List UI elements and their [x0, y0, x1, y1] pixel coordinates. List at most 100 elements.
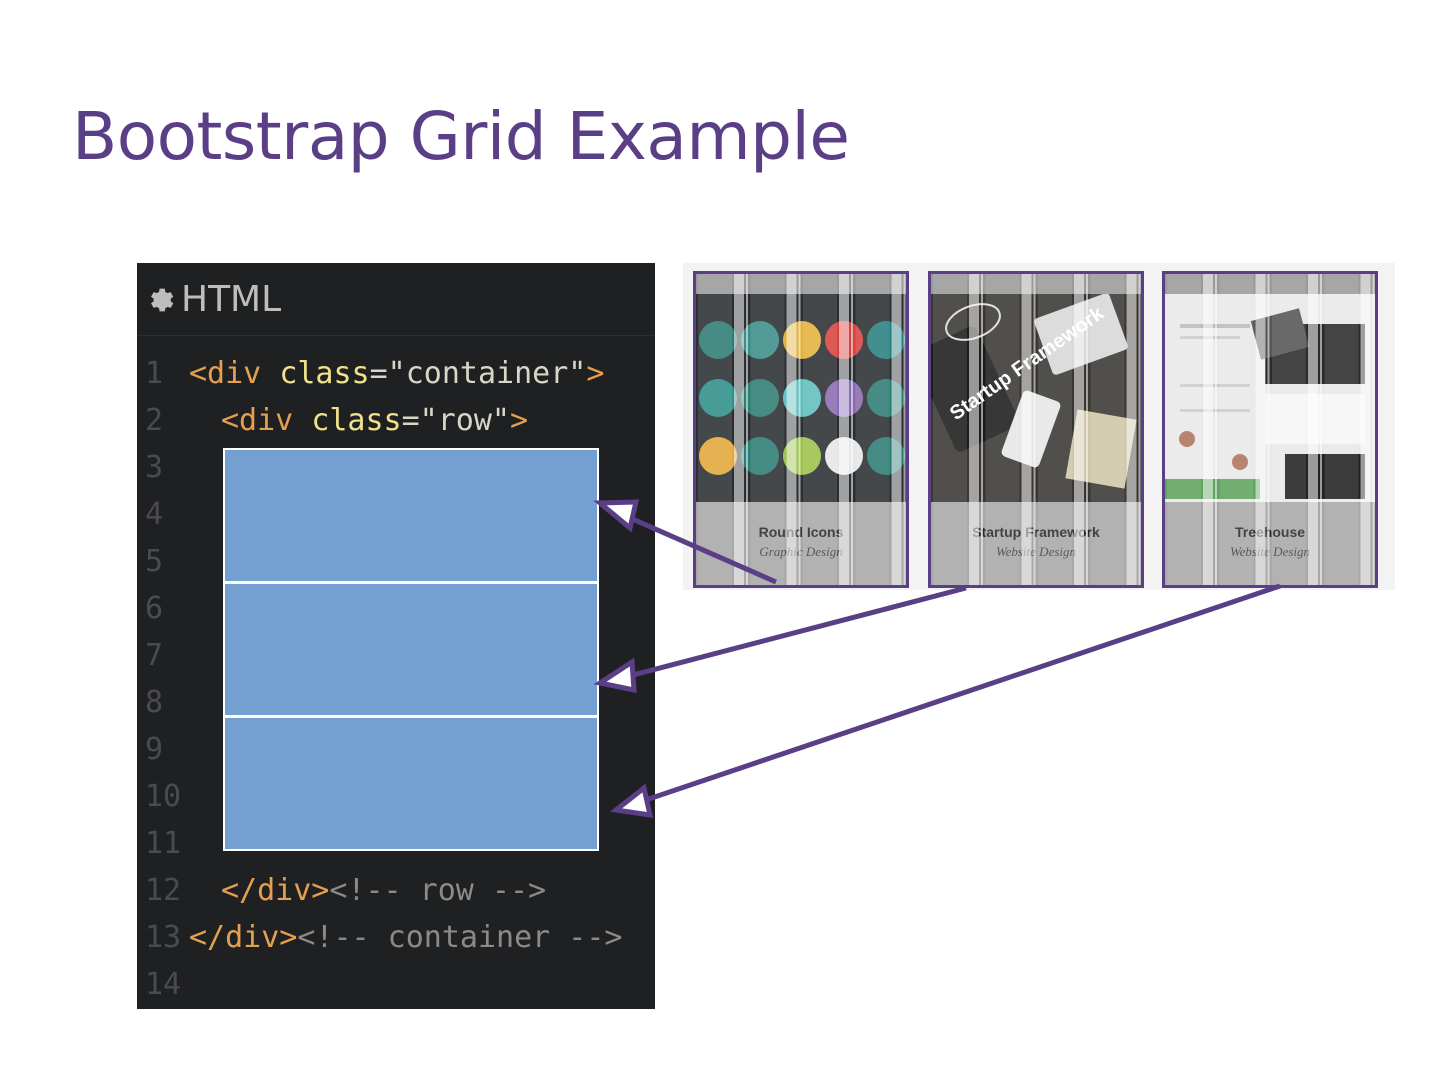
grid-stripe: [1126, 274, 1137, 585]
grid-band: [855, 274, 890, 585]
round-icon: [699, 379, 737, 417]
line-number: 9: [145, 732, 164, 767]
grid-band: [803, 274, 837, 585]
slide-title: Bootstrap Grid Example: [72, 98, 850, 175]
portfolio-card-treehouse: Treehouse Website Design: [1162, 271, 1378, 588]
line-number: 7: [145, 638, 164, 673]
grid-overlay-stripes: [1167, 274, 1375, 585]
card-caption: Startup Framework Website Design: [931, 502, 1141, 585]
line-number: 11: [145, 826, 182, 861]
code-text: <div class="container">: [181, 356, 604, 391]
portfolio-card-round-icons: Round Icons Graphic Design: [693, 271, 909, 588]
code-token: <div: [221, 403, 312, 438]
grid-stripe: [1308, 274, 1318, 585]
round-icon: [699, 321, 737, 359]
code-text: </div><!-- container -->: [181, 920, 622, 955]
grid-band: [1167, 274, 1201, 585]
grid-stripe: [839, 274, 849, 585]
grid-stripe: [1255, 274, 1266, 585]
grid-overlay-stripes: [933, 274, 1141, 585]
code-token: ="row": [401, 403, 510, 438]
grid-band: [1272, 274, 1306, 585]
grid-stripe: [1021, 274, 1032, 585]
line-number: 10: [145, 779, 182, 814]
round-icon: [741, 321, 779, 359]
arrow-3-shaft: [627, 583, 1281, 809]
grid-stripe: [1320, 274, 1322, 585]
grid-stripe: [798, 274, 801, 585]
round-icon: [741, 379, 779, 417]
grid-stripe: [903, 274, 906, 585]
code-token: <!-- container -->: [297, 920, 623, 955]
round-icon: [741, 437, 779, 475]
grid-band: [1038, 274, 1072, 585]
code-line: 1 <div class="container">: [137, 350, 604, 397]
arrow-3-head: [609, 783, 654, 819]
grid-band: [1090, 274, 1125, 585]
line-number: 14: [145, 967, 182, 1002]
line-number: 3: [145, 450, 164, 485]
grid-band: [1324, 274, 1359, 585]
round-icon: [699, 437, 737, 475]
grid-stripe: [981, 274, 983, 585]
code-token: <!-- row -->: [329, 873, 547, 908]
grid-stripe: [1267, 274, 1270, 585]
grid-stripe: [1203, 274, 1213, 585]
grid-stripe: [891, 274, 902, 585]
code-line: 9: [137, 726, 189, 773]
code-line: 13</div><!-- container -->: [137, 914, 622, 961]
grid-stripe: [1074, 274, 1084, 585]
code-text: </div><!-- row -->: [181, 873, 546, 908]
grid-column-1: [223, 448, 599, 583]
grid-column-2: [223, 582, 599, 717]
code-line: 7: [137, 632, 189, 679]
card-subtitle: Graphic Design: [759, 544, 843, 559]
code-line: 14: [137, 961, 189, 1008]
line-number: 1: [145, 356, 164, 391]
code-token: class: [279, 356, 370, 391]
code-line: 12</div><!-- row -->: [137, 867, 546, 914]
arrow-2-head: [593, 657, 637, 694]
code-line: 2 <div class="row">: [137, 397, 528, 444]
grid-stripe: [1372, 274, 1375, 585]
grid-band: [933, 274, 967, 585]
line-number: 13: [145, 920, 182, 955]
card-subtitle: Website Design: [1229, 544, 1311, 559]
card-caption: Treehouse Website Design: [1165, 502, 1375, 585]
grid-stripe: [851, 274, 853, 585]
editor-title: HTML: [181, 278, 282, 320]
grid-stripe: [1215, 274, 1217, 585]
card-title: Round Icons: [758, 524, 844, 540]
code-token: </div>: [221, 873, 330, 908]
arrow-2-shaft: [613, 585, 967, 683]
code-token: >: [510, 403, 529, 438]
grid-stripe: [1086, 274, 1088, 585]
line-number: 6: [145, 591, 164, 626]
grid-band: [750, 274, 785, 585]
code-line: 11: [137, 820, 189, 867]
code-text: <div class="row">: [181, 403, 528, 438]
code-line: 5: [137, 538, 189, 585]
grid-stripe: [786, 274, 797, 585]
code-token: </div>: [189, 920, 298, 955]
arrow-1-head: [593, 499, 640, 533]
grid-band: [1219, 274, 1254, 585]
grid-stripe: [734, 274, 744, 585]
grid-stripe: [1033, 274, 1036, 585]
grid-band: [698, 274, 732, 585]
line-number: 2: [145, 403, 164, 438]
code-line: 10: [137, 773, 189, 820]
line-number: 12: [145, 873, 182, 908]
card-title: Treehouse: [1234, 524, 1306, 540]
line-number: 8: [145, 685, 164, 720]
code-line: 3: [137, 444, 189, 491]
grid-band: [985, 274, 1020, 585]
grid-overlay-stripes: [698, 274, 906, 585]
thumbnail-strip: Round Icons Graphic Design Startup Frame…: [683, 263, 1395, 590]
line-number: 5: [145, 544, 164, 579]
code-token: ="container": [369, 356, 587, 391]
grid-column-3: [223, 716, 599, 851]
code-token: class: [311, 403, 402, 438]
grid-stripe: [1360, 274, 1371, 585]
